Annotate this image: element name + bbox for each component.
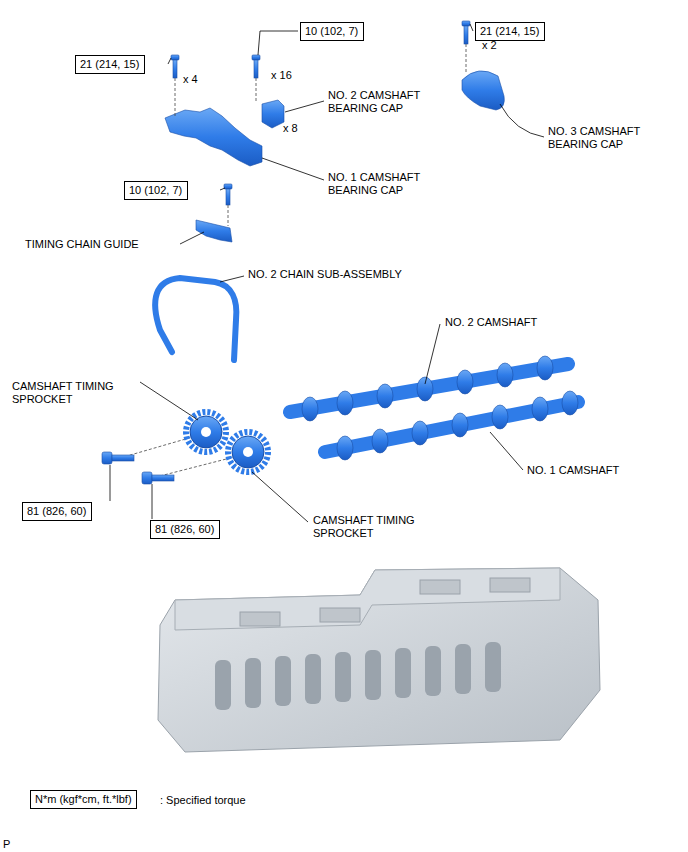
part-label: NO. 2 CAMSHAFT BEARING CAP <box>328 89 448 115</box>
leader-line <box>110 24 544 522</box>
cylinder-head <box>158 568 600 752</box>
bearing-cap <box>262 100 284 128</box>
torque-value: 21 (214, 15) <box>480 25 539 37</box>
torque-box: 81 (826, 60) <box>150 520 220 539</box>
part-label: NO. 1 CAMSHAFT BEARING CAP <box>328 171 448 197</box>
torque-box: 21 (214, 15) <box>75 55 145 74</box>
part-label: NO. 2 CHAIN SUB-ASSEMBLY <box>248 268 448 281</box>
part-label: TIMING CHAIN GUIDE <box>25 238 185 251</box>
torque-box: 10 (102, 7) <box>124 181 188 200</box>
part-label: NO. 3 CAMSHAFT BEARING CAP <box>548 125 668 151</box>
camshaft <box>290 356 578 460</box>
sprocket <box>186 412 268 472</box>
part-label: CAMSHAFT TIMING SPROCKET <box>12 380 132 406</box>
torque-box: 21 (214, 15) <box>475 22 545 41</box>
torque-box: 10 (102, 7) <box>300 22 364 41</box>
legend-box: N*m (kgf*cm, ft.*lbf) <box>30 790 137 809</box>
legend-text: : Specified torque <box>160 794 320 807</box>
torque-value: N*m (kgf*cm, ft.*lbf) <box>35 793 132 805</box>
part-label: CAMSHAFT TIMING SPROCKET <box>313 514 433 540</box>
torque-value: 81 (826, 60) <box>27 505 86 517</box>
torque-box: 81 (826, 60) <box>22 502 92 521</box>
chain-guide <box>196 220 232 242</box>
bearing-cap <box>462 71 504 110</box>
torque-value: 21 (214, 15) <box>80 58 139 70</box>
quantity-label: x 16 <box>271 69 311 82</box>
part-label: NO. 1 CAMSHAFT <box>527 464 667 477</box>
torque-value: 10 (102, 7) <box>129 184 182 196</box>
quantity-label: x 8 <box>283 122 323 135</box>
quantity-label: x 4 <box>183 73 223 86</box>
torque-value: 81 (826, 60) <box>155 523 214 535</box>
page-mark: P <box>3 838 23 851</box>
bearing-cap <box>165 108 262 166</box>
part-label: NO. 2 CAMSHAFT <box>445 316 585 329</box>
quantity-label: x 2 <box>482 39 522 52</box>
torque-value: 10 (102, 7) <box>305 25 358 37</box>
timing-chain <box>155 278 236 360</box>
